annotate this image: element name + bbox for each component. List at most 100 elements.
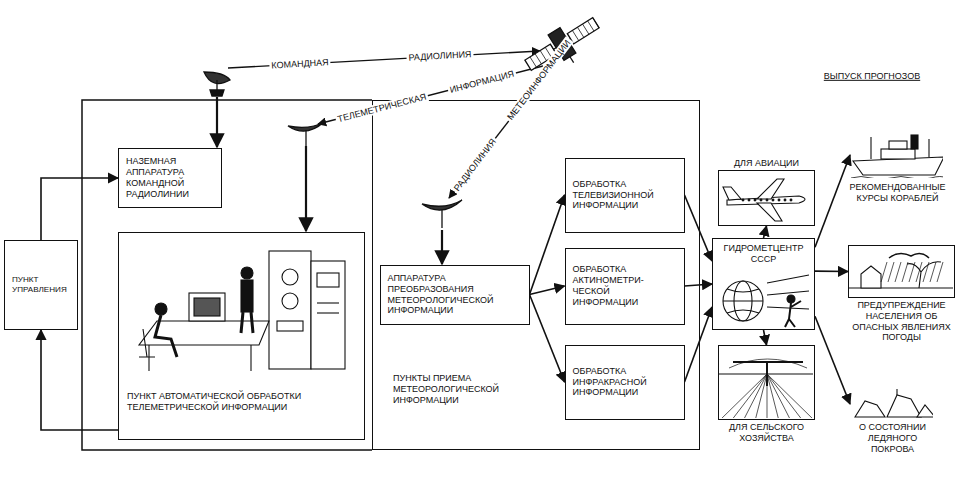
- window: [772, 199, 774, 201]
- center-picture: [787, 295, 795, 303]
- rain-stroke: [916, 262, 922, 282]
- node-label: ПУНКТ АВТОМАТИЧЕСКОЙ ОБРАБОТКИ ТЕЛЕМЕТРИ…: [127, 391, 327, 413]
- window: [790, 199, 792, 201]
- node-label: ОБРАБОТКА ТЕЛЕВИЗИОННОЙ ИНФОРМАЦИИ: [573, 179, 677, 211]
- picture-group: [139, 251, 345, 371]
- link-label: РАДИОЛИНИЯ: [406, 49, 473, 63]
- section-frame: [82, 100, 372, 450]
- ship: [870, 137, 871, 159]
- connector-arrow: [530, 286, 565, 295]
- dish-antenna: [204, 72, 230, 96]
- furrow: [743, 374, 767, 418]
- process-box: ОБРАБОТКА ИНФРАКРАСНОЙ ИНФОРМАЦИИ: [565, 345, 685, 420]
- ice-scene: [887, 395, 921, 417]
- computer-room: [317, 302, 339, 303]
- airplane: [723, 187, 741, 200]
- picture: [849, 246, 953, 296]
- connector-arrow: [815, 270, 848, 272]
- rain-stroke: [930, 262, 936, 282]
- link-label: ИНФОРМАЦИЯ: [447, 68, 517, 96]
- antenna-part: [441, 210, 442, 228]
- computer-room: [189, 293, 225, 321]
- furrow: [767, 374, 813, 418]
- connector-arrow: [685, 195, 713, 261]
- solar-cell: [535, 54, 541, 64]
- connector-arrow: [815, 316, 850, 404]
- solar-cell: [577, 27, 583, 37]
- airplane: [757, 203, 782, 221]
- connector-arrow: [764, 226, 767, 238]
- signal-arrow: [305, 146, 307, 231]
- link-label: ТЕЛЕМЕТРИЧЕСКАЯ: [335, 91, 430, 125]
- rain-stroke: [923, 262, 929, 282]
- link-label: МЕТЕОИНФОРМАЦИИ: [504, 36, 574, 123]
- connector-arrow: [41, 330, 118, 430]
- solar-cell: [588, 21, 594, 31]
- picture-box: ПРЕДУПРЕЖДЕНИЕ НАСЕЛЕНИЯ ОБ ОПАСНЫХ ЯВЛЕ…: [848, 245, 955, 298]
- picture: [851, 131, 943, 178]
- solar-cell: [572, 30, 578, 40]
- connector-arrow: [685, 284, 713, 286]
- process-box: НАЗЕМНАЯ АППАРАТУРА КОМАНДНОЙ РАДИОЛИНИИ: [118, 148, 222, 208]
- computer-room: [277, 321, 303, 331]
- connector-arrow: [530, 295, 565, 383]
- picture-group: [719, 359, 813, 418]
- signal-arrow: [441, 230, 443, 264]
- field-scene: [729, 359, 807, 368]
- antenna-part: [305, 130, 306, 146]
- furrow: [719, 374, 767, 418]
- rain-stroke: [895, 262, 901, 282]
- center-picture: [767, 275, 809, 309]
- storm-scene: [907, 262, 941, 288]
- node-label: ГИДРОМЕТЦЕНТР СССР: [717, 243, 810, 265]
- node-label: ОБРАБОТКА АКТИНОМЕТРИ- ЧЕСКОЙ ИНФОРМАЦИИ: [573, 264, 677, 307]
- process-box: ОБРАБОТКА АКТИНОМЕТРИ- ЧЕСКОЙ ИНФОРМАЦИИ: [565, 248, 685, 325]
- node-label: НАЗЕМНАЯ АППАРАТУРА КОМАНДНОЙ РАДИОЛИНИИ: [126, 156, 214, 199]
- computer-room: [282, 269, 298, 285]
- connector-arrow: [815, 155, 850, 247]
- center-box: ГИДРОМЕТЦЕНТР СССР: [712, 238, 815, 330]
- dish-part: [216, 80, 217, 90]
- meteo-antenna: [422, 200, 462, 228]
- node-label: ПУНКТ УПРАВЛЕНИЯ: [12, 275, 70, 294]
- rain-stroke: [937, 262, 943, 282]
- control-box: ПУНКТ УПРАВЛЕНИЯ: [4, 240, 78, 330]
- section-panel: ПУНКТЫ ПРИЕМА МЕТЕОРОЛОГИЧЕСКОЙ ИНФОРМАЦ…: [372, 100, 700, 450]
- computer-room: [241, 267, 253, 279]
- node-label: ПУНКТЫ ПРИЕМА МЕТЕОРОЛОГИЧЕСКОЙ ИНФОРМАЦ…: [393, 373, 505, 405]
- node-label: ДЛЯ СЕЛЬСКОГО ХОЗЯЙСТВА: [713, 422, 820, 444]
- section-heading: ВЫПУСК ПРОГНОЗОВ: [822, 71, 922, 81]
- computer-room: [269, 251, 311, 369]
- computer-room: [148, 345, 149, 371]
- rain-stroke: [881, 262, 887, 282]
- furrow: [767, 374, 803, 418]
- center-picture: [727, 289, 759, 313]
- link-label: КОМАНДНАЯ: [269, 57, 331, 71]
- ice-scene: [917, 405, 933, 417]
- window: [748, 199, 750, 201]
- picture-group: [723, 275, 809, 327]
- rain-stroke: [909, 262, 915, 282]
- process-box: ОБРАБОТКА ТЕЛЕВИЗИОННОЙ ИНФОРМАЦИИ: [565, 158, 685, 233]
- window: [754, 199, 756, 201]
- satellite-part: [570, 57, 574, 63]
- computer-room: [139, 329, 155, 357]
- connector-arrow: [685, 307, 713, 382]
- picture: О СОСТОЯНИИ ЛЕДЯНОГО ПОКРОВА: [850, 388, 935, 420]
- rain-stroke: [902, 262, 908, 282]
- connector-arrow: [764, 330, 767, 345]
- window: [760, 199, 762, 201]
- computer-room: [241, 312, 253, 333]
- solar-cell: [530, 57, 536, 67]
- signal-arrow: [216, 97, 218, 147]
- node-label: ОБРАБОТКА ИНФРАКРАСНОЙ ИНФОРМАЦИИ: [573, 366, 677, 398]
- solar-cell: [593, 18, 599, 28]
- computer-room: [282, 293, 298, 309]
- computer-room: [155, 315, 177, 357]
- antenna-part: [422, 200, 462, 210]
- ship: [853, 157, 943, 175]
- connector-arrow: [530, 195, 565, 295]
- airplane: [757, 179, 784, 199]
- window: [766, 199, 768, 201]
